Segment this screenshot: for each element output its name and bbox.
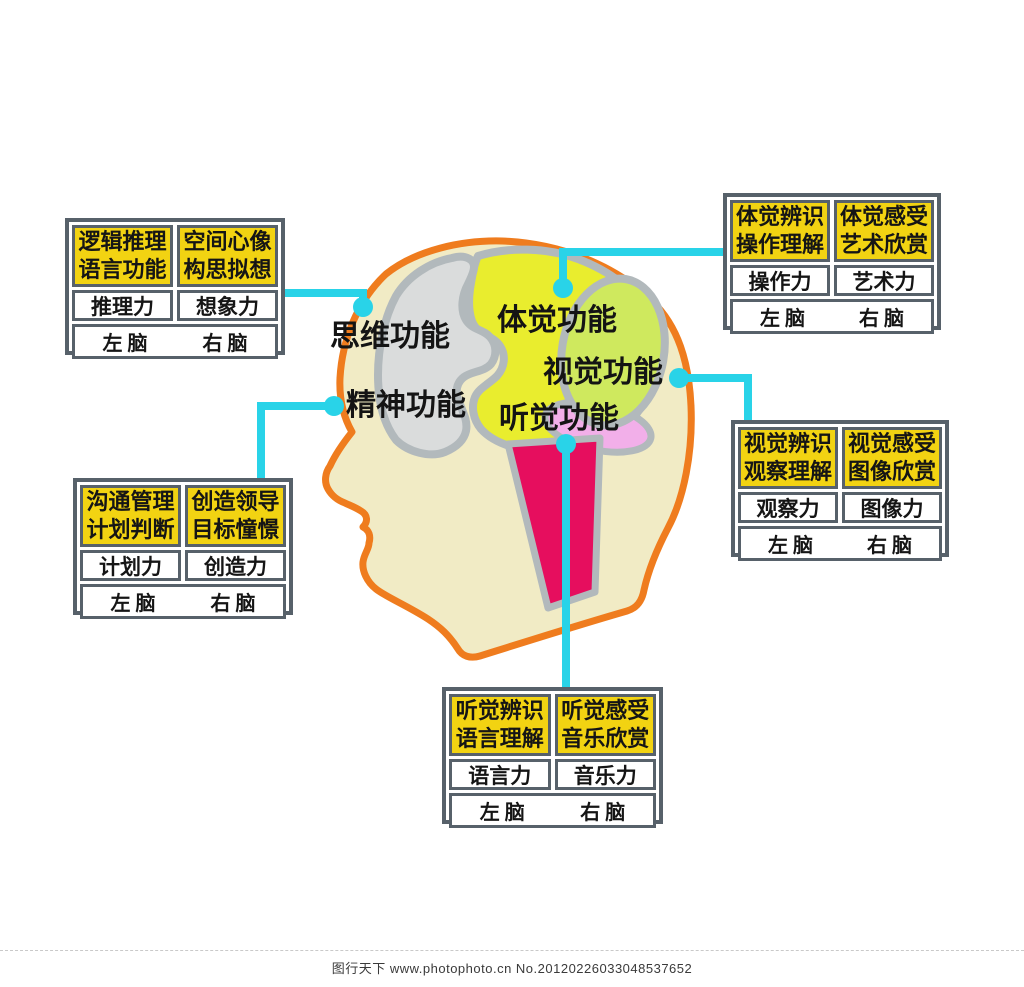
- ability-cell-left: 操作力: [730, 265, 830, 296]
- frontal-region: [374, 252, 500, 459]
- header-cell-left: 视觉辨识 观察理解: [738, 427, 838, 489]
- ability-cell-right: 图像力: [842, 492, 942, 523]
- header-line: 沟通管理: [86, 489, 175, 514]
- ability-cell-right: 创造力: [185, 550, 286, 581]
- header-line: 听觉辨识: [455, 698, 544, 723]
- header-row: 逻辑推理 语言功能 空间心像 构思拟想: [72, 225, 278, 287]
- header-cell-right: 体觉感受 艺术欣赏: [834, 200, 934, 262]
- header-row: 沟通管理 计划判断 创造领导 目标憧憬: [80, 485, 286, 547]
- ability-row: 推理力 想象力: [72, 290, 278, 321]
- ability-row: 操作力 艺术力: [730, 265, 934, 296]
- header-line: 视觉感受: [847, 431, 936, 456]
- connector-line-right-middle: [679, 374, 752, 422]
- header-line: 构思拟想: [183, 257, 272, 282]
- header-line: 创造领导: [191, 489, 280, 514]
- right-brain-label: 右 脑: [859, 308, 904, 330]
- watermark-text: 图行天下 www.photophoto.cn No.20120226033048…: [331, 961, 693, 976]
- header-line: 目标憧憬: [191, 517, 280, 542]
- header-line: 视觉辨识: [743, 431, 832, 456]
- ability-row: 语言力 音乐力: [449, 759, 656, 790]
- ability-cell-right: 音乐力: [554, 759, 656, 790]
- connector-line-top-left: [285, 289, 367, 300]
- info-box-top-right: 体觉辨识 操作理解 体觉感受 艺术欣赏 操作力 艺术力 左 脑 右 脑: [723, 193, 941, 334]
- occipital-region: [557, 274, 669, 430]
- left-brain-label: 左 脑: [102, 333, 148, 355]
- info-box-left-middle: 沟通管理 计划判断 创造领导 目标憧憬 计划力 创造力 左 脑 右 脑: [73, 478, 293, 619]
- header-line: 体觉辨识: [735, 204, 824, 229]
- header-line: 观察理解: [743, 459, 832, 484]
- info-box-top-left: 逻辑推理 语言功能 空间心像 构思拟想 推理力 想象力 左 脑 右 脑: [65, 218, 285, 359]
- brain-label-visual: 视觉功能: [543, 356, 663, 389]
- ability-cell-right: 想象力: [177, 290, 278, 321]
- header-cell-right: 空间心像 构思拟想: [177, 225, 278, 287]
- ability-cell-left: 计划力: [80, 550, 181, 581]
- brain-label-auditory: 听觉功能: [499, 402, 619, 435]
- header-line: 图像欣赏: [847, 459, 936, 484]
- ability-cell-right: 艺术力: [834, 265, 934, 296]
- header-line: 空间心像: [183, 229, 272, 254]
- header-cell-left: 听觉辨识 语言理解: [449, 694, 551, 756]
- left-brain-label: 左 脑: [760, 308, 805, 330]
- header-line: 语言理解: [455, 726, 544, 751]
- header-line: 操作理解: [735, 232, 824, 257]
- left-brain-label: 左 脑: [110, 593, 156, 615]
- header-line: 音乐欣赏: [561, 726, 650, 751]
- header-line: 听觉感受: [561, 698, 650, 723]
- header-row: 体觉辨识 操作理解 体觉感受 艺术欣赏: [730, 200, 934, 262]
- info-box-right-middle: 视觉辨识 观察理解 视觉感受 图像欣赏 观察力 图像力 左 脑 右 脑: [731, 420, 949, 561]
- header-cell-right: 视觉感受 图像欣赏: [842, 427, 942, 489]
- brain-label-thinking: 思维功能: [330, 320, 450, 353]
- header-line: 体觉感受: [839, 204, 928, 229]
- header-cell-right: 创造领导 目标憧憬: [185, 485, 286, 547]
- bottom-divider: [0, 950, 1024, 951]
- header-row: 视觉辨识 观察理解 视觉感受 图像欣赏: [738, 427, 942, 489]
- brain-label-somatic: 体觉功能: [497, 304, 617, 337]
- header-cell-right: 听觉感受 音乐欣赏: [554, 694, 656, 756]
- header-line: 语言功能: [78, 257, 167, 282]
- connector-line-left-middle: [257, 402, 334, 480]
- hemisphere-row: 左 脑 右 脑: [80, 584, 286, 619]
- ability-row: 观察力 图像力: [738, 492, 942, 523]
- connector-dot-auditory: [556, 434, 576, 454]
- brain-label-spirit: 精神功能: [346, 389, 466, 422]
- header-cell-left: 沟通管理 计划判断: [80, 485, 181, 547]
- ability-cell-left: 观察力: [738, 492, 838, 523]
- connector-dot-spirit: [324, 396, 344, 416]
- right-brain-label: 右 脑: [580, 802, 626, 824]
- hemisphere-row: 左 脑 右 脑: [449, 793, 656, 828]
- connector-dot-visual: [669, 368, 689, 388]
- ability-row: 计划力 创造力: [80, 550, 286, 581]
- right-brain-label: 右 脑: [867, 535, 912, 557]
- header-line: 艺术欣赏: [839, 232, 928, 257]
- hemisphere-row: 左 脑 右 脑: [730, 299, 934, 334]
- left-brain-label: 左 脑: [479, 802, 525, 824]
- hemisphere-row: 左 脑 右 脑: [738, 526, 942, 561]
- header-cell-left: 逻辑推理 语言功能: [72, 225, 173, 287]
- hemisphere-row: 左 脑 右 脑: [72, 324, 278, 359]
- right-brain-label: 右 脑: [202, 333, 248, 355]
- right-brain-label: 右 脑: [210, 593, 256, 615]
- header-row: 听觉辨识 语言理解 听觉感受 音乐欣赏: [449, 694, 656, 756]
- header-cell-left: 体觉辨识 操作理解: [730, 200, 830, 262]
- connector-line-top-right: [559, 248, 723, 284]
- header-line: 计划判断: [86, 517, 175, 542]
- connector-dot-somatic: [553, 278, 573, 298]
- left-brain-label: 左 脑: [768, 535, 813, 557]
- ability-cell-left: 推理力: [72, 290, 173, 321]
- connector-dot-thinking: [353, 297, 373, 317]
- ability-cell-left: 语言力: [449, 759, 551, 790]
- info-box-bottom: 听觉辨识 语言理解 听觉感受 音乐欣赏 语言力 音乐力 左 脑 右 脑: [442, 687, 663, 828]
- header-line: 逻辑推理: [78, 229, 167, 254]
